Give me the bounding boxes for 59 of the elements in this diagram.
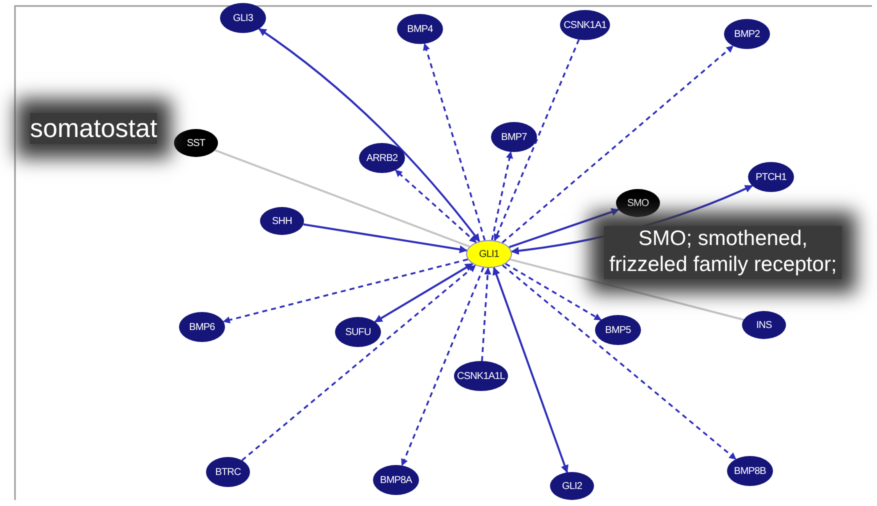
- dashed-arrow: [422, 43, 486, 240]
- dashed-arrow: [401, 267, 484, 466]
- gene-node: [373, 465, 419, 495]
- arrow: [303, 223, 468, 254]
- dashed-arrow: [505, 262, 602, 321]
- dashed-arrow: [502, 45, 734, 244]
- tooltip-label: SMO; smothened, frizzeled family receptor;: [604, 226, 842, 278]
- arrow: [258, 28, 480, 242]
- gene-label: GLI2: [562, 480, 582, 492]
- gene-label: PTCH1: [756, 172, 786, 182]
- highlighted-gene-node: [466, 240, 512, 268]
- gene-node: [616, 189, 660, 217]
- gene-node: [491, 122, 537, 152]
- gene-label: SST: [186, 138, 206, 148]
- gene-node: [550, 472, 594, 500]
- gene-node: [724, 19, 770, 49]
- dashed-arrow: [481, 267, 492, 362]
- gene-label: BTRC: [215, 466, 241, 478]
- gene-label: SMO: [627, 198, 649, 208]
- arrow: [508, 208, 620, 248]
- tooltip-label: somatostat: [30, 113, 158, 144]
- dashed-arrow: [394, 169, 477, 244]
- gene-label: BMP4: [407, 24, 433, 34]
- connector-line: [510, 258, 744, 321]
- gene-label: CSNK1A1L: [457, 370, 505, 382]
- gene-label: CSNK1A1: [564, 20, 606, 30]
- gene-node: [359, 143, 405, 173]
- dashed-arrow: [494, 39, 580, 242]
- dashed-arrow: [491, 151, 513, 240]
- gene-node: [742, 311, 786, 339]
- gene-node: [454, 361, 508, 391]
- dashed-arrow: [222, 258, 468, 324]
- gene-label: BMP7: [501, 132, 527, 142]
- gene-label: BMP8A: [380, 474, 412, 486]
- gene-label: SUFU: [345, 326, 371, 338]
- connector-line: [214, 149, 470, 248]
- gene-node: [727, 456, 773, 486]
- gene-label: GLI3: [232, 12, 254, 24]
- gene-label: BMP2: [734, 28, 760, 40]
- gene-label: GLI1: [478, 248, 500, 260]
- gene-node: [260, 207, 304, 235]
- arrow: [374, 262, 474, 323]
- gene-label: BMP8B: [734, 466, 766, 476]
- gene-label: ARRB2: [366, 152, 398, 164]
- gene-node: [174, 129, 218, 157]
- gene-label: BMP6: [189, 322, 215, 332]
- gene-node: [560, 10, 610, 40]
- gene-label: INS: [756, 320, 772, 330]
- gene-label: BMP5: [605, 324, 631, 336]
- gene-label: SHH: [272, 216, 292, 226]
- gene-node: [335, 317, 381, 347]
- gene-node: [397, 14, 443, 44]
- gene-node: [748, 162, 794, 192]
- gene-node: [179, 312, 225, 342]
- gene-node: [220, 3, 266, 33]
- arrow: [492, 266, 568, 474]
- gene-node: [206, 457, 250, 487]
- dashed-arrow: [241, 264, 476, 462]
- gene-node: [595, 315, 641, 345]
